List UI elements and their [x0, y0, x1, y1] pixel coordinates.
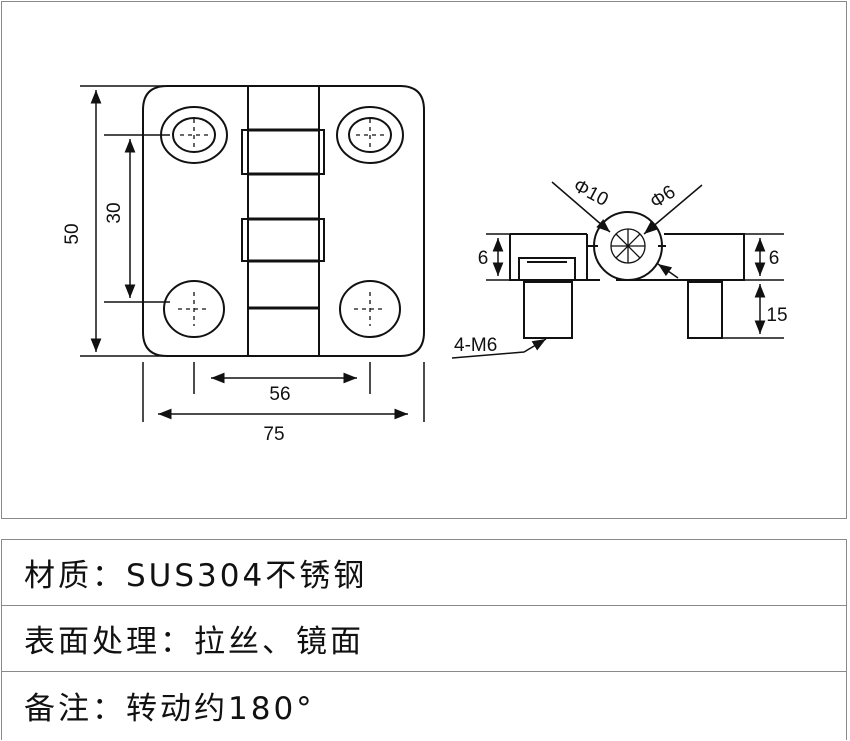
spec-table: 材质：SUS304不锈钢 表面处理：拉丝、镜面 备注：转动约180° [1, 539, 847, 740]
leader-4m6 [451, 338, 547, 359]
dim-label-75: 75 [263, 424, 284, 445]
dim-line-30 [104, 134, 170, 303]
dim-line-50 [80, 85, 164, 357]
spec-row-surface: 表面处理：拉丝、镜面 [2, 606, 846, 672]
dim-line-6-right [744, 233, 784, 281]
spec-row-material: 材质：SUS304不锈钢 [2, 540, 846, 606]
dim-label-phi10: Φ10 [570, 175, 612, 211]
leader-phi10 [551, 181, 611, 233]
right-leaf [319, 85, 425, 357]
dim-label-4m6: 4-M6 [454, 335, 497, 356]
dim-line-75 [142, 362, 425, 422]
hinge-technical-drawing: 50 30 56 75 Φ10 Φ6 6 6 15 4-M6 [62, 85, 788, 445]
spec-row-remark: 备注：转动约180° [24, 690, 315, 727]
dim-line-15 [722, 284, 784, 339]
hole-bottom-right [339, 280, 401, 338]
pin-cross [610, 228, 646, 264]
hole-bottom-left [163, 280, 225, 338]
drawing-panel: 50 30 56 75 Φ10 Φ6 6 6 15 4-M6 [1, 1, 847, 519]
dim-label-50: 50 [62, 223, 83, 244]
dim-label-6-left: 6 [478, 248, 489, 269]
leader-phi6 [643, 184, 703, 235]
dim-label-56: 56 [269, 384, 290, 405]
left-leaf [142, 85, 248, 357]
dim-label-6-right: 6 [769, 248, 780, 269]
side-view-hinge [509, 211, 745, 339]
leader-inner-arrow [657, 263, 679, 279]
dim-line-6-left [486, 233, 510, 281]
knuckle-barrel [241, 85, 325, 357]
hole-center-marks [178, 119, 386, 326]
dim-line-56 [193, 362, 371, 394]
dim-label-30: 30 [104, 202, 125, 223]
dim-label-15: 15 [766, 305, 787, 326]
